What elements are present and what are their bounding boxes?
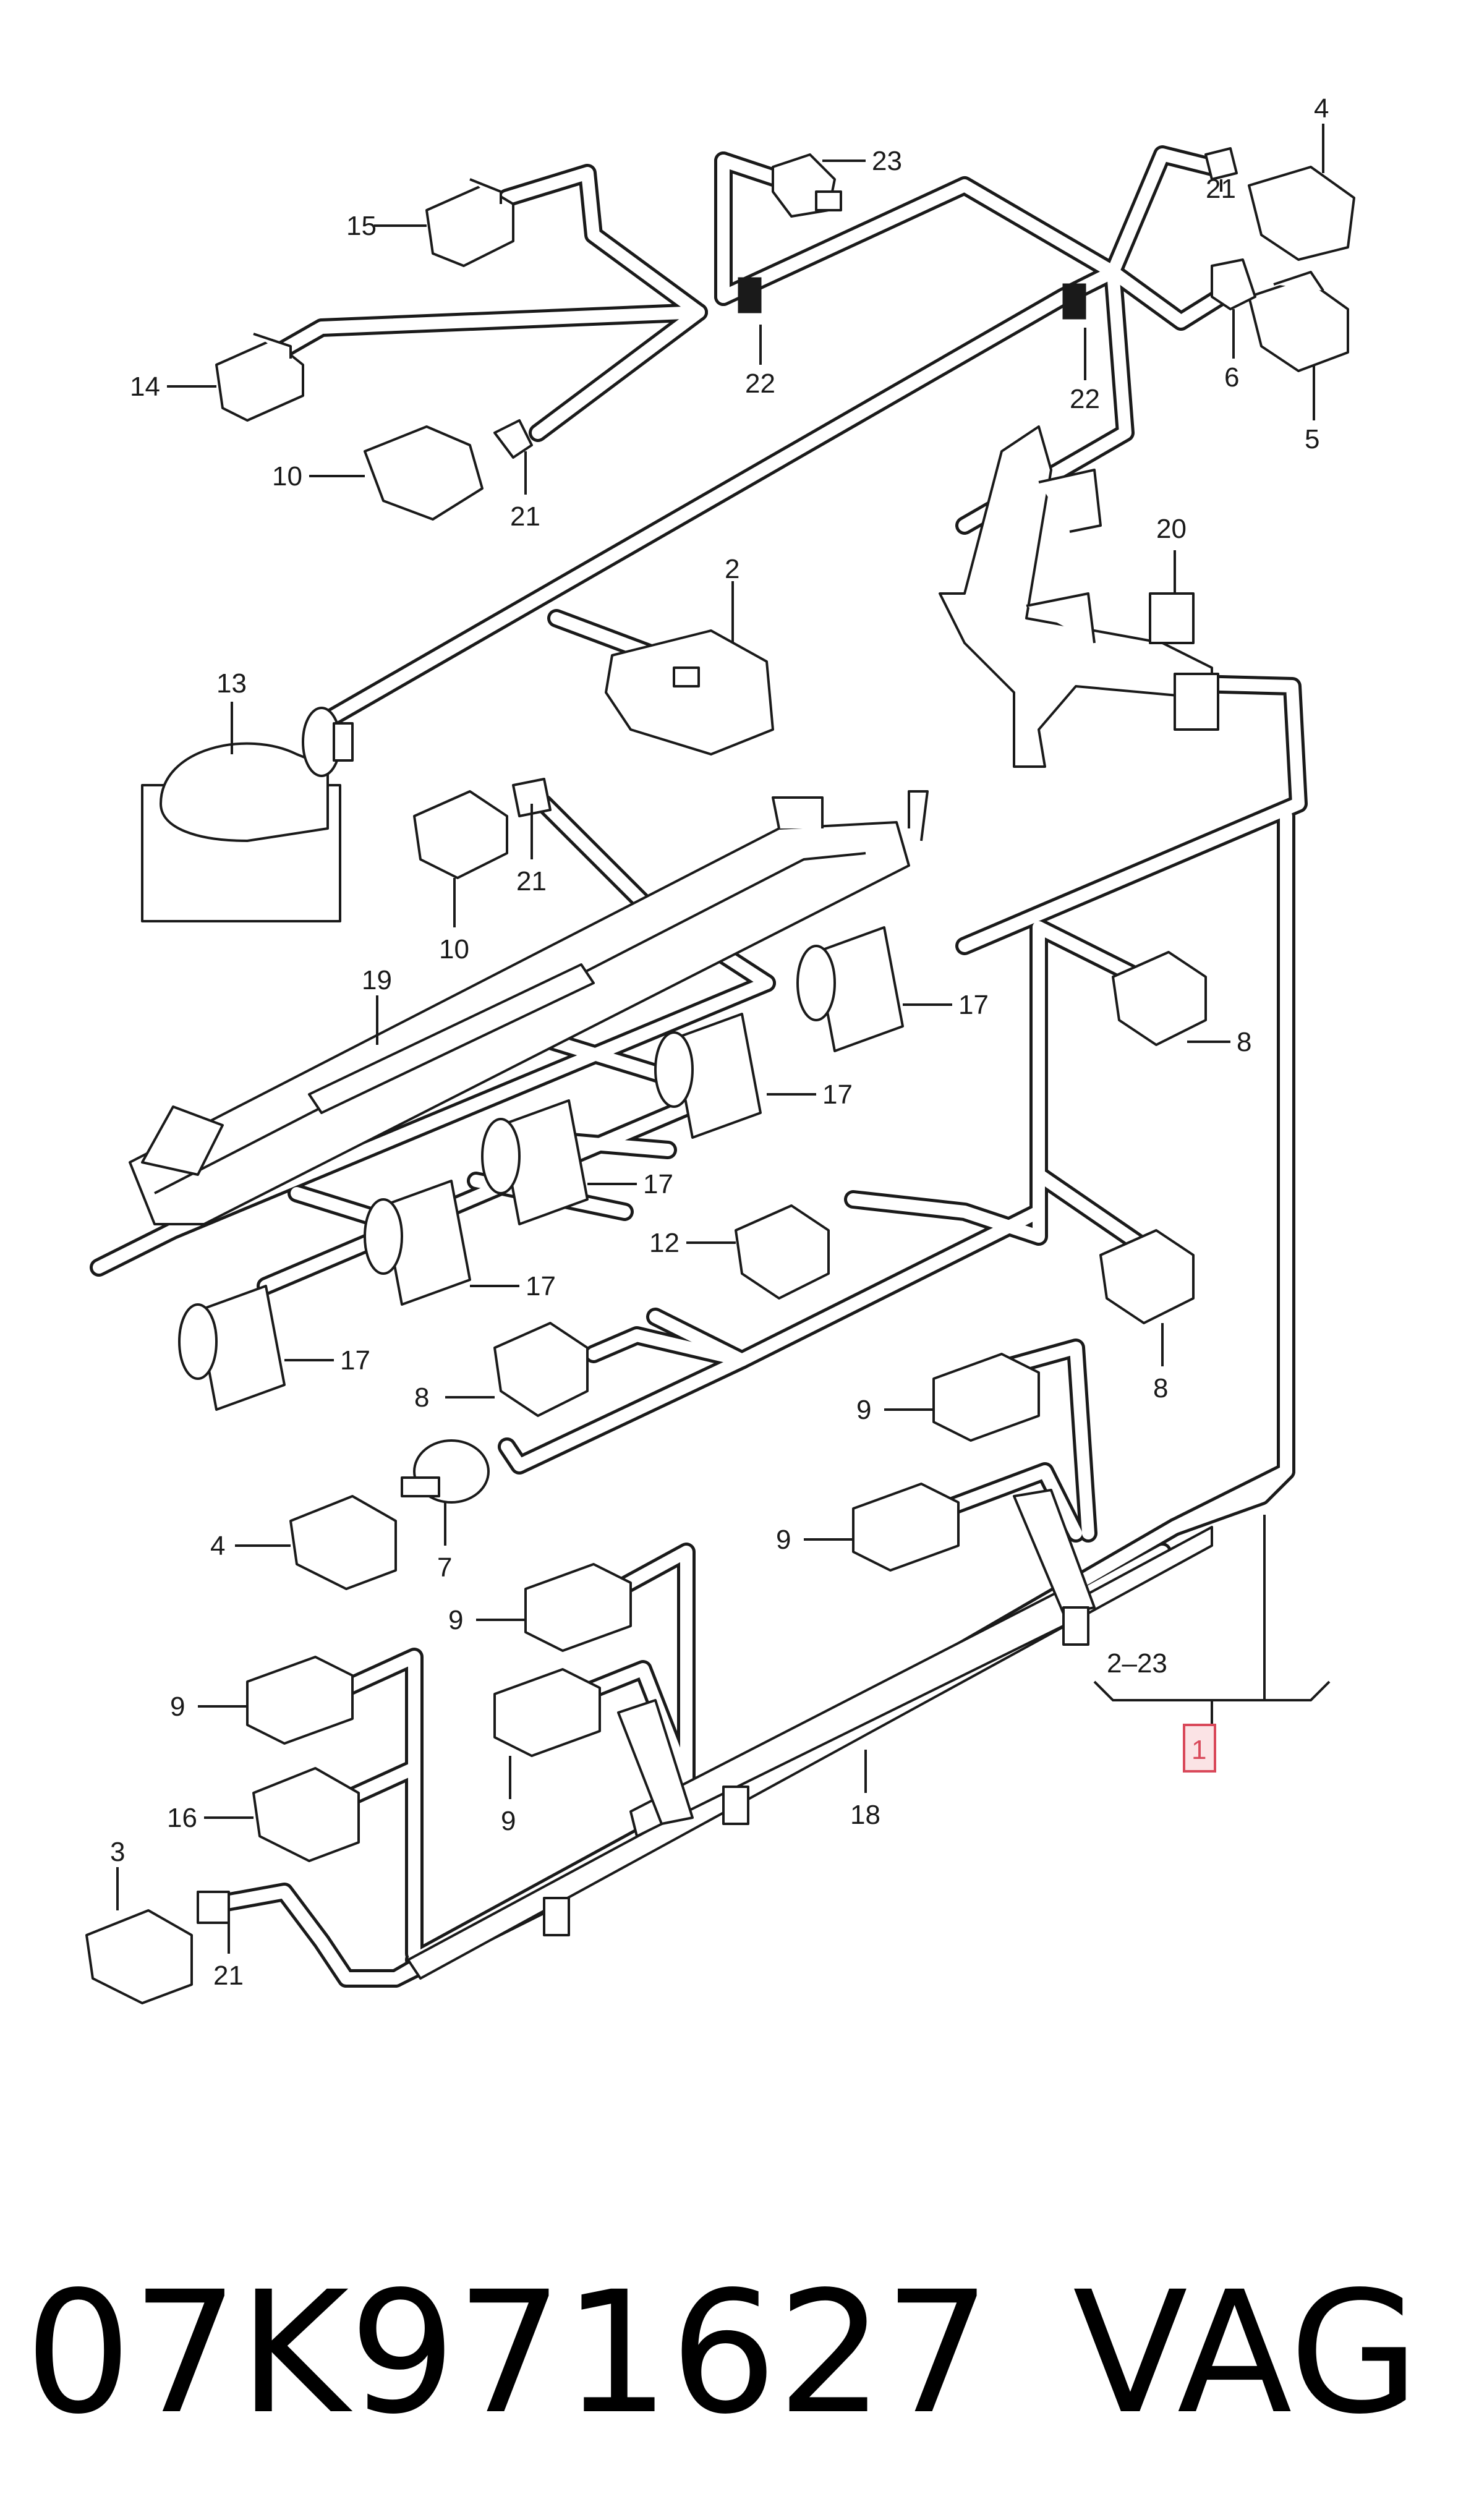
callout-8-left: 8 [414,1382,429,1413]
connector-8-right-top [1112,951,1207,1046]
callout-10-mid: 10 [439,934,469,964]
connector-15 [425,178,514,267]
callout-2: 2 [725,554,739,584]
callout-21-top-right: 21 [1206,174,1236,204]
brand-name: VAG [1073,2256,1420,2451]
callout-labels: 15 23 4 21 14 22 22 6 5 10 21 20 2 13 21… [110,93,1329,1991]
callout-10-top: 10 [272,461,302,492]
callout-8-right-bottom: 8 [1153,1373,1168,1403]
cable-duct-19 [129,790,929,1225]
connector-9-a [932,1353,1040,1442]
module-13 [141,707,354,922]
leader-lines [116,124,1331,1954]
connector-16 [252,1767,360,1862]
callout-9-e: 9 [501,1806,516,1836]
callout-8-right-top: 8 [1237,1027,1251,1057]
coil-connector-17-b [654,1013,762,1139]
coil-connector-17-e [178,1285,286,1411]
coil-connector-17-d [364,1180,471,1306]
connector-9-d [246,1656,354,1745]
callout-4-left: 4 [210,1531,225,1561]
connector-9-b [852,1483,960,1572]
callout-5: 5 [1305,424,1319,454]
connector-2 [605,629,774,756]
connector-10-top [364,419,533,521]
connector-4-top [1204,147,1355,261]
callout-1: 1 [1191,1735,1206,1765]
callout-16: 16 [167,1803,197,1833]
callout-9-b: 9 [776,1525,791,1555]
callout-17-d: 17 [526,1271,556,1301]
part-number: 07K971627 [25,2256,991,2451]
connector-10-mid [413,778,552,879]
connector-23 [772,153,842,218]
callout-22-right: 22 [1070,384,1100,414]
clip-22-b [1062,283,1086,320]
connector-12 [735,1204,830,1300]
connector-14 [215,333,304,422]
callout-4-top: 4 [1314,93,1329,124]
callout-17-e: 17 [340,1345,370,1376]
connector-9-e [493,1668,601,1757]
connector-4-left [289,1495,397,1590]
callout-12: 12 [649,1228,680,1258]
callout-9-c: 9 [448,1605,463,1635]
callout-23: 23 [872,146,902,176]
callout-2-23: 2–23 [1107,1648,1167,1679]
callout-19: 19 [362,965,392,995]
callout-7: 7 [437,1552,452,1583]
coil-connector-17-c [481,1099,589,1225]
callout-9-d: 9 [170,1692,185,1722]
callout-1-highlight: 1 [1183,1724,1216,1773]
callout-17-c: 17 [643,1169,673,1199]
connector-8-left [493,1322,589,1417]
callout-15: 15 [346,211,377,241]
callout-21-mid: 21 [516,866,547,896]
connector-3 [85,1891,230,2004]
callout-9-a: 9 [856,1395,871,1425]
connector-9-c [524,1563,632,1652]
callout-21-bottom: 21 [213,1960,244,1991]
callout-3: 3 [110,1837,125,1867]
callout-17-a: 17 [958,990,989,1020]
callout-6: 6 [1224,362,1239,393]
part-number-title: 07K971627 VAG [25,2256,1420,2451]
callout-18: 18 [850,1800,880,1830]
sensor-6 [1211,258,1256,310]
callout-13: 13 [216,668,247,699]
sensor-7 [401,1439,490,1504]
callout-20: 20 [1156,514,1187,544]
cable-duct-18 [407,1489,1213,1980]
connector-8-right-bottom [1099,1229,1195,1324]
callout-14: 14 [130,372,160,402]
bracket-20 [939,425,1219,768]
connector-5 [1248,271,1349,372]
callout-21-top-left: 21 [510,501,540,532]
coil-connector-17-a [796,926,904,1052]
callout-22-left: 22 [745,368,775,399]
callout-17-b: 17 [822,1079,853,1110]
clip-22-a [738,277,762,313]
